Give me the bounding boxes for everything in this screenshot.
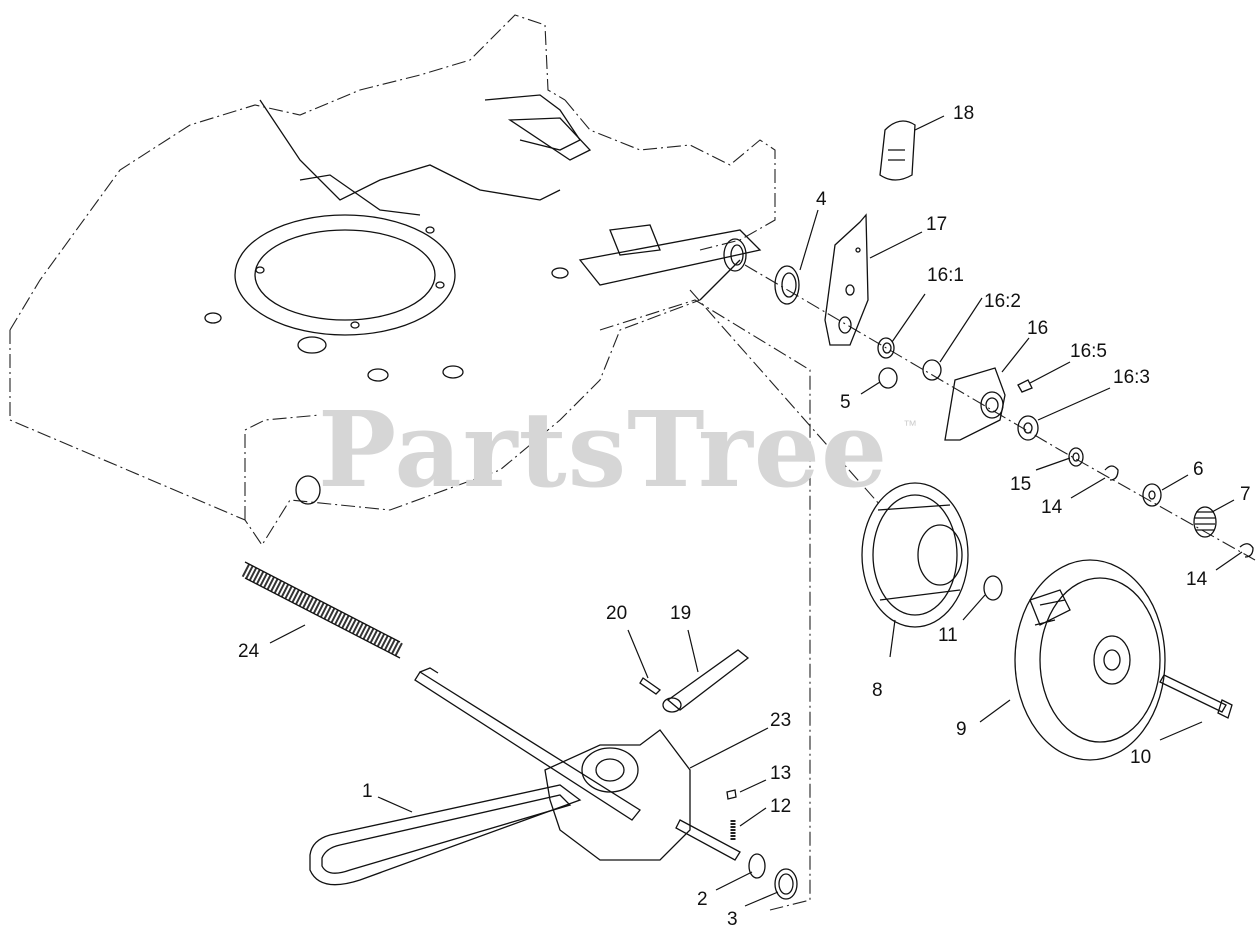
- part-16-1-washer: [877, 337, 895, 359]
- part-16-2-bushing: [922, 359, 942, 381]
- part-16-3-washer: [1017, 415, 1039, 441]
- callout-19: 19: [670, 603, 692, 624]
- part-16-5-stud: [1017, 379, 1033, 393]
- part-6-washer: [1142, 483, 1162, 507]
- part-1-belt-and-shaft: [309, 667, 641, 886]
- callout-18: 18: [953, 103, 975, 124]
- part-2-retaining-ring: [748, 853, 766, 879]
- callout-16-5: 16:5: [1070, 341, 1107, 362]
- callout-3: 3: [727, 909, 738, 930]
- callout-6: 6: [1193, 459, 1204, 480]
- part-17-height-plate: [824, 213, 869, 346]
- callout-15: 15: [1010, 474, 1032, 495]
- part-15-washer: [1068, 447, 1084, 467]
- callout-7: 7: [1240, 484, 1251, 505]
- part-11-bearing: [983, 575, 1003, 601]
- part-8-wheel-cover: [861, 482, 969, 628]
- callout-16-1: 16:1: [927, 265, 964, 286]
- callout-23: 23: [770, 710, 792, 731]
- partstree-watermark: PartsTree: [318, 388, 889, 511]
- trademark-symbol: ™: [903, 417, 917, 433]
- callout-11: 11: [938, 625, 958, 646]
- callout-1: 1: [362, 781, 373, 802]
- callout-10: 10: [1130, 747, 1152, 768]
- part-4-spacer: [774, 265, 800, 305]
- callout-2: 2: [697, 889, 708, 910]
- part-14-clip-lower: [1239, 543, 1254, 558]
- callout-16-3: 16:3: [1113, 367, 1150, 388]
- part-16-bracket: [944, 367, 1006, 441]
- part-10-axle-bolt: [1159, 674, 1233, 719]
- callout-16: 16: [1027, 318, 1049, 339]
- assembly-centerlines: [599, 264, 1256, 911]
- callout-12: 12: [770, 796, 792, 817]
- callout-4: 4: [816, 189, 827, 210]
- callout-14-lower: 14: [1186, 569, 1208, 590]
- callout-16-2: 16:2: [984, 291, 1021, 312]
- axle-bushing: [723, 238, 747, 272]
- callout-leaders: [269, 115, 1243, 907]
- part-9-wheel: [1014, 559, 1166, 761]
- callout-9: 9: [956, 719, 967, 740]
- callout-8: 8: [872, 680, 883, 701]
- part-20-pin: [639, 677, 662, 695]
- mower-deck-housing: [9, 14, 776, 547]
- part-18-knob: [879, 120, 916, 181]
- callout-5: 5: [840, 392, 851, 413]
- callout-20: 20: [606, 603, 628, 624]
- callout-24: 24: [238, 641, 260, 662]
- part-23-transmission: [544, 729, 741, 861]
- callout-14-upper: 14: [1041, 497, 1063, 518]
- part-3-washer: [774, 868, 798, 900]
- part-24-spring: [241, 561, 404, 659]
- callout-17: 17: [926, 214, 948, 235]
- part-19-lever: [662, 649, 750, 713]
- part-13-key: [726, 789, 737, 800]
- callout-13: 13: [770, 763, 792, 784]
- part-5-nut: [878, 367, 898, 389]
- part-14-clip-upper: [1104, 465, 1119, 481]
- part-7-pinion-gear: [1193, 506, 1217, 538]
